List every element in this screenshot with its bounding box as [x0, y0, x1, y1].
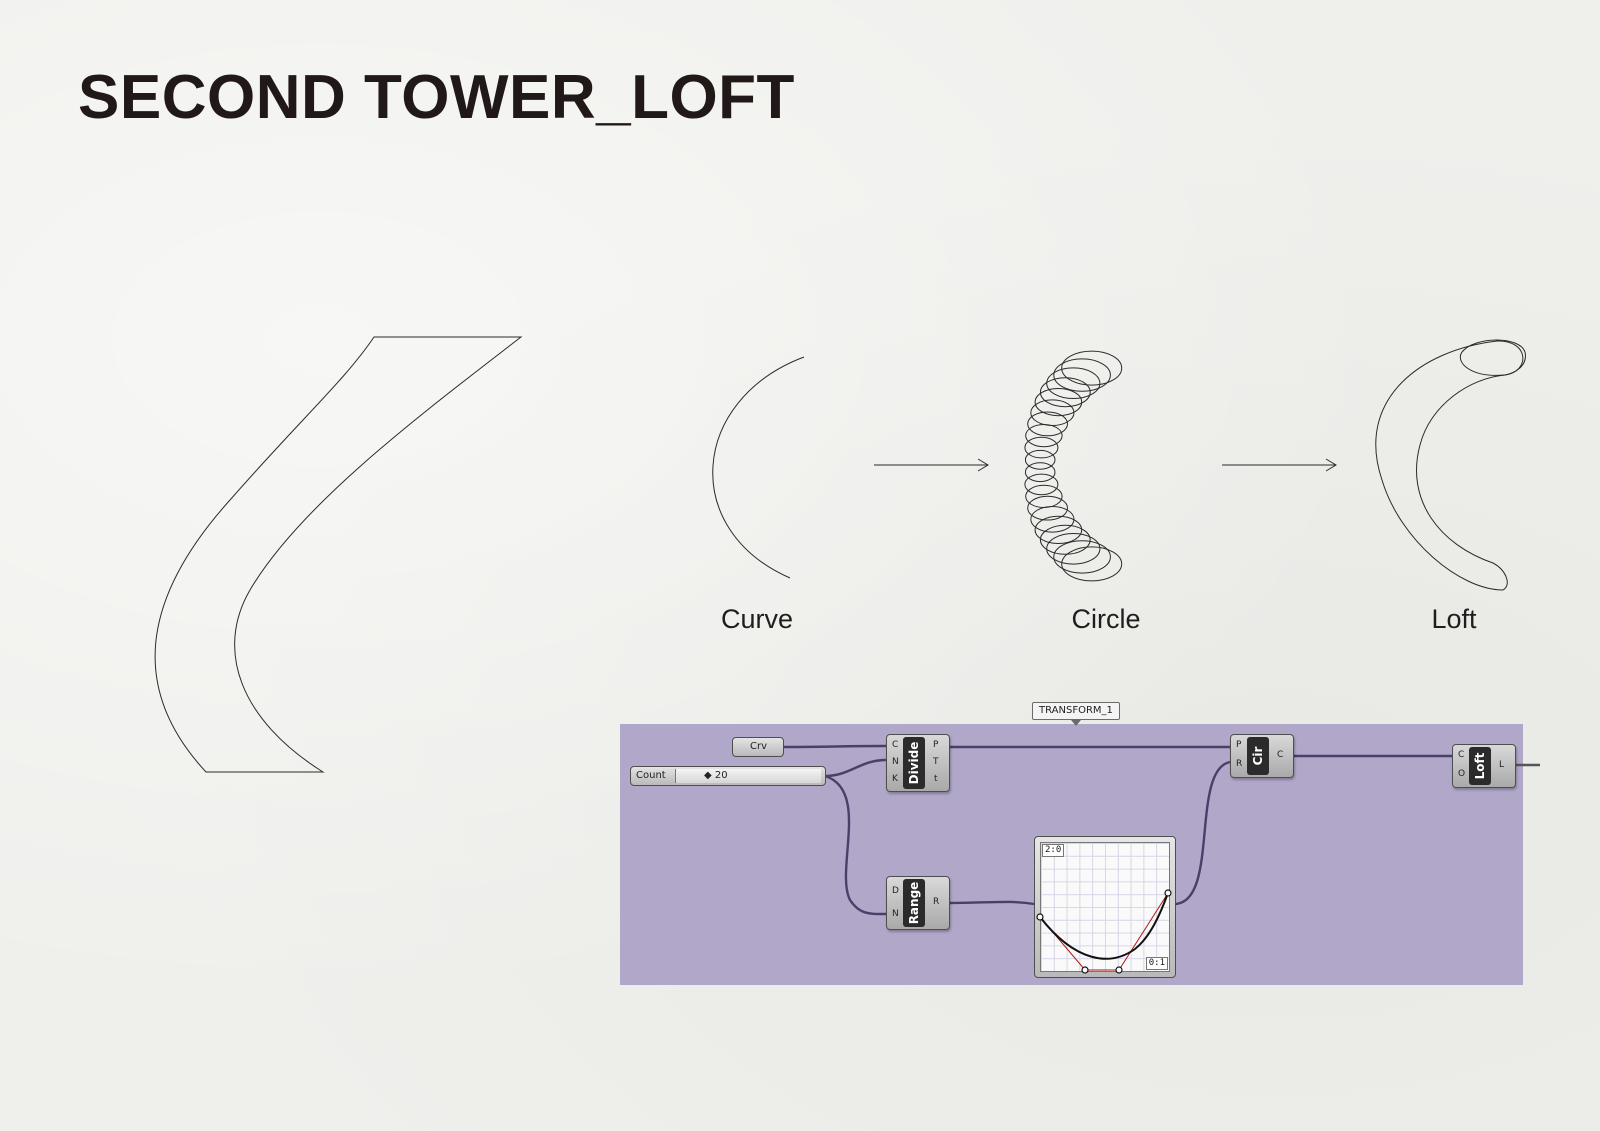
wire-count-range	[824, 774, 887, 916]
graph-mapper[interactable]: 2:0 0:1	[1034, 836, 1176, 978]
loft-input-o[interactable]: O	[1458, 769, 1466, 779]
circle-section	[1024, 436, 1059, 459]
circle-stack	[1024, 350, 1123, 582]
count-slider-value[interactable]: ◆ 20	[704, 770, 728, 781]
arrow-head-1	[977, 458, 989, 472]
loft-node[interactable]: C O Loft L	[1452, 744, 1516, 788]
range-output-r[interactable]: R	[933, 897, 940, 907]
circle-input-r[interactable]: R	[1236, 759, 1243, 769]
divide-node[interactable]: C N K Divide P T t	[886, 734, 950, 792]
range-node-name: Range	[907, 881, 921, 925]
loft-core: Loft	[1469, 747, 1491, 785]
circle-section	[1025, 424, 1063, 448]
circle-section	[1034, 388, 1083, 417]
step-label-curve: Curve	[720, 604, 794, 634]
step-label-circle: Circle	[1071, 604, 1141, 634]
circle-section	[1046, 367, 1101, 400]
circle-section	[1046, 533, 1101, 565]
divide-input-k[interactable]: K	[892, 774, 898, 784]
curve-drawing	[712, 356, 805, 579]
divide-output-t[interactable]: T	[933, 757, 939, 767]
tower-profile-outline	[154, 336, 523, 773]
circle-node-name: Cir	[1251, 746, 1265, 766]
divide-input-c[interactable]: C	[892, 740, 899, 750]
count-slider[interactable]: Count ◆ 20	[630, 766, 826, 786]
loft-top-ellipse	[1459, 339, 1526, 376]
circle-input-p[interactable]: P	[1236, 740, 1242, 750]
loft-drawing	[1375, 340, 1524, 591]
divide-node-name: Divide	[907, 741, 921, 785]
loft-node-name: Loft	[1473, 752, 1487, 780]
loft-input-c[interactable]: C	[1458, 750, 1465, 760]
range-input-n[interactable]: N	[892, 909, 899, 919]
arrow-head-2	[1325, 458, 1337, 472]
graph-curve	[1036, 889, 1172, 974]
circle-node[interactable]: P R Cir C	[1230, 734, 1294, 778]
circle-output-c[interactable]: C	[1277, 750, 1284, 760]
circle-core: Cir	[1247, 737, 1269, 775]
circle-section	[1053, 540, 1111, 574]
wire-graph-circle	[1173, 760, 1231, 906]
divide-output-t-param[interactable]: t	[934, 774, 938, 784]
page-title: SECOND TOWER_LOFT	[78, 63, 795, 132]
circle-section	[1053, 358, 1111, 392]
range-node[interactable]: D N Range R	[886, 876, 950, 930]
step-label-loft: Loft	[1431, 604, 1477, 634]
wire-crv-divide	[782, 744, 887, 749]
wire-range-graph	[947, 900, 1035, 906]
circle-section	[1024, 473, 1059, 496]
circle-section	[1039, 524, 1091, 555]
circle-section	[1039, 377, 1091, 408]
circle-section	[1027, 411, 1068, 437]
count-slider-label: Count	[636, 770, 666, 781]
wire-count-divide	[824, 758, 887, 778]
circle-section	[1027, 495, 1068, 521]
range-input-d[interactable]: D	[892, 886, 899, 896]
divide-input-n[interactable]: N	[892, 757, 899, 767]
circle-section	[1024, 449, 1056, 470]
graph-top-tag: 2:0	[1042, 844, 1065, 857]
curve-param[interactable]: Crv	[732, 737, 784, 757]
circle-section	[1024, 462, 1056, 483]
circle-section	[1061, 350, 1123, 386]
count-slider-track[interactable]: ◆ 20	[675, 769, 821, 783]
loft-output-l[interactable]: L	[1499, 760, 1505, 770]
circle-section	[1061, 546, 1123, 582]
circle-section	[1034, 515, 1083, 545]
graph-plot[interactable]	[1040, 842, 1170, 972]
group-label-tag[interactable]: TRANSFORM_1	[1032, 702, 1120, 726]
divide-core: Divide	[903, 737, 925, 789]
graph-bottom-tag: 0:1	[1145, 957, 1168, 970]
curve-param-label: Crv	[750, 741, 768, 752]
divide-output-p[interactable]: P	[933, 740, 939, 750]
range-core: Range	[903, 879, 925, 927]
